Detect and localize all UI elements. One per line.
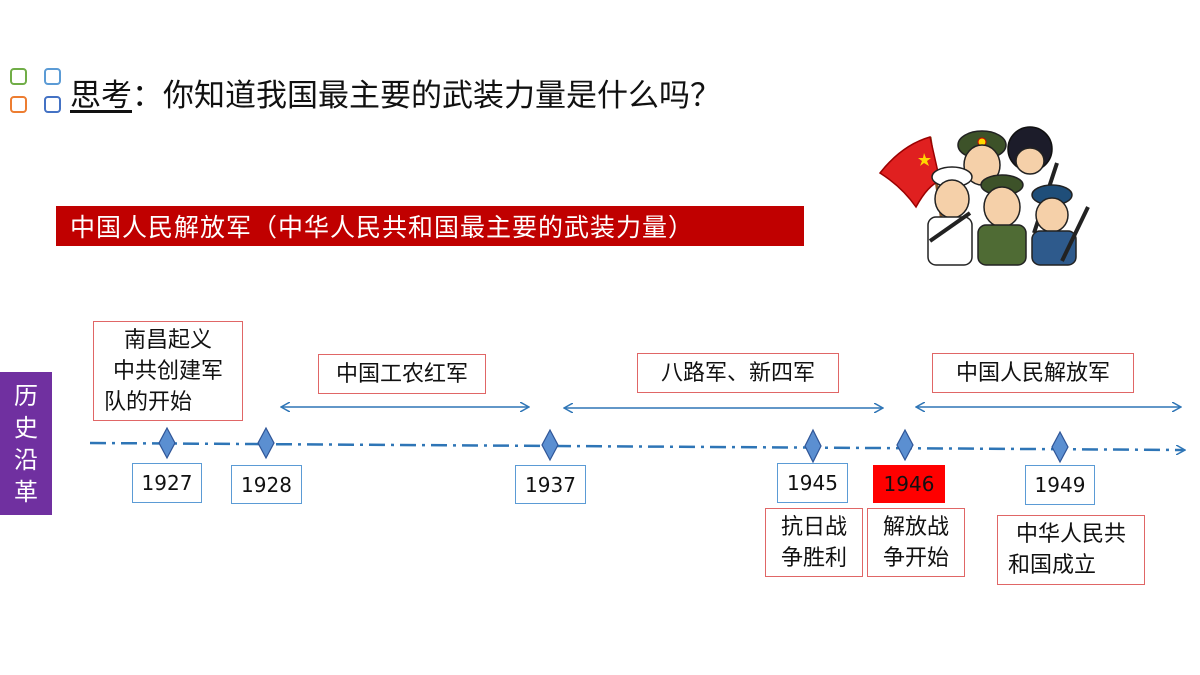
page-title: 思考：你知道我国最主要的武装力量是什么吗？ <box>70 70 721 115</box>
period-label-text: 中国人民解放军 <box>955 360 1110 386</box>
year-box-1946: 1946 <box>873 465 945 503</box>
title-keyword: 思考 <box>70 78 132 114</box>
event-box-1946: 解放战 争开始 <box>867 508 965 577</box>
year-box-1937: 1937 <box>515 465 586 504</box>
year-label: 1937 <box>525 472 576 497</box>
event-line: 和国成立 <box>1008 553 1097 578</box>
history-sidebar: 历 史 沿 革 <box>0 372 52 515</box>
event-line: 南昌起义 <box>123 328 212 353</box>
logo-square-green <box>10 68 27 85</box>
year-label: 1946 <box>883 472 935 496</box>
event-box-1945: 抗日战 争胜利 <box>765 508 863 577</box>
period-label-eighth-route: 八路军、新四军 <box>637 353 839 393</box>
timeline-marker-1945 <box>804 428 822 464</box>
period-label-red-army: 中国工农红军 <box>318 354 486 394</box>
year-box-1927: 1927 <box>132 463 202 503</box>
event-box-1927: 南昌起义 中共创建军 队的开始 <box>93 321 243 421</box>
event-line: 中华人民共 <box>1015 522 1126 547</box>
period-label-pla: 中国人民解放军 <box>932 353 1134 393</box>
timeline-axis <box>89 441 1184 450</box>
sidebar-char: 沿 <box>14 445 38 474</box>
event-line: 抗日战 <box>780 515 847 540</box>
logo-square-darkblue <box>44 96 61 113</box>
logo-square-blue <box>44 68 61 85</box>
year-box-1949: 1949 <box>1025 465 1095 505</box>
event-line: 中共创建军 <box>112 359 223 384</box>
year-box-1928: 1928 <box>231 465 302 504</box>
event-box-1949: 中华人民共 和国成立 <box>997 515 1145 585</box>
year-label: 1945 <box>787 471 838 495</box>
logo-square-orange <box>10 96 27 113</box>
year-box-1945: 1945 <box>777 463 848 503</box>
timeline-marker-1928 <box>257 426 275 460</box>
sidebar-char: 革 <box>14 477 38 506</box>
sidebar-char: 史 <box>14 413 38 442</box>
banner-text: 中国人民解放军（中华人民共和国最主要的武装力量） <box>70 213 695 242</box>
year-label: 1949 <box>1034 473 1086 497</box>
event-line: 解放战 <box>882 515 949 540</box>
title-question: ：你知道我国最主要的武装力量是什么吗？ <box>132 78 721 114</box>
year-label: 1928 <box>241 472 292 497</box>
timeline-marker-1946 <box>896 428 914 462</box>
timeline-marker-1937 <box>541 428 559 462</box>
timeline-marker-1949 <box>1051 430 1069 464</box>
year-label: 1927 <box>141 471 193 495</box>
period-label-text: 中国工农红军 <box>335 361 468 387</box>
sidebar-char: 历 <box>14 381 38 410</box>
timeline-marker-1927 <box>158 426 176 460</box>
period-label-text: 八路军、新四军 <box>660 360 815 386</box>
soldiers-illustration <box>878 126 1090 266</box>
event-line: 争开始 <box>882 546 949 571</box>
definition-banner: 中国人民解放军（中华人民共和国最主要的武装力量） <box>56 206 804 246</box>
event-line: 争胜利 <box>780 546 847 571</box>
logo-icon <box>10 68 68 118</box>
event-line: 队的开始 <box>104 390 193 415</box>
